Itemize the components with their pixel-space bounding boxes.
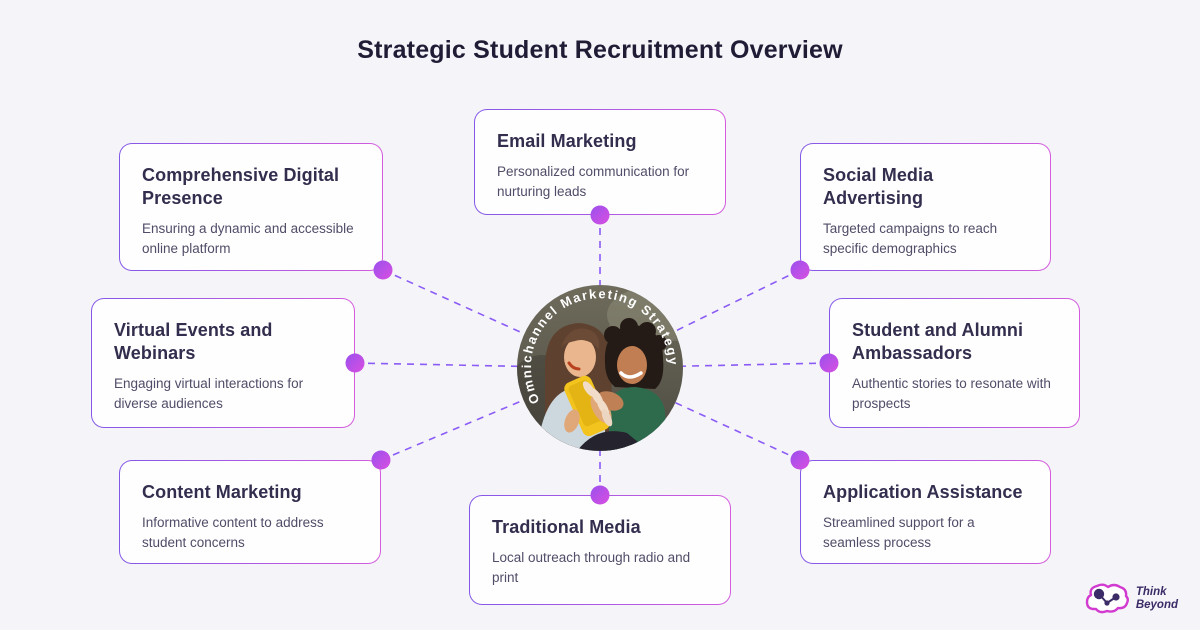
card-description: Streamlined support for a seamless proce… [823, 515, 975, 550]
card-description: Personalized communication for nurturing… [497, 164, 690, 199]
card-title: Application Assistance [823, 482, 1023, 502]
think-beyond-cloud-icon [1085, 583, 1129, 614]
card-title: Content Marketing [142, 482, 302, 502]
node-dot [819, 353, 839, 373]
card-title: Email Marketing [497, 131, 637, 151]
center-photo [517, 285, 683, 451]
card-title: Student and Alumni Ambassadors [852, 320, 1024, 364]
node-dot [373, 260, 393, 280]
svg-text:Omnichannel Marketing Strategy: Omnichannel Marketing Strategy [519, 286, 681, 406]
card-description: Ensuring a dynamic and accessible online… [142, 221, 354, 256]
node-dot [590, 485, 610, 505]
node-dot [345, 353, 365, 373]
card-virtual-events-and-webinars: Virtual Events and Webinars Engaging vir… [91, 298, 355, 428]
node-dot [790, 450, 810, 470]
card-description: Authentic stories to resonate with prosp… [852, 376, 1051, 411]
node-dot [371, 450, 391, 470]
logo-text-line1: Think [1135, 586, 1167, 599]
card-title: Traditional Media [492, 517, 641, 537]
card-email-marketing: Email Marketing Personalized communicati… [474, 109, 726, 215]
card-description: Engaging virtual interactions for divers… [114, 376, 304, 411]
logo-text-line2: Beyond [1135, 599, 1178, 611]
card-social-media-advertising: Social Media Advertising Targeted campai… [800, 143, 1051, 271]
node-dot [790, 260, 810, 280]
center-label: Omnichannel Marketing Strategy [519, 286, 680, 406]
card-title: Comprehensive Digital Presence [142, 165, 340, 209]
brand-logo: Think Beyond [1084, 582, 1178, 616]
card-title: Virtual Events and Webinars [114, 320, 273, 364]
card-title: Social Media Advertising [823, 165, 934, 209]
selfie-photo-illustration [517, 285, 683, 451]
card-student-and-alumni-ambassadors: Student and Alumni Ambassadors Authentic… [829, 298, 1080, 428]
page-title: Strategic Student Recruitment Overview [357, 36, 843, 64]
card-comprehensive-digital-presence: Comprehensive Digital Presence Ensuring … [119, 143, 383, 271]
card-description: Local outreach through radio and print [492, 550, 691, 585]
card-content-marketing: Content Marketing Informative content to… [119, 460, 381, 564]
card-description: Informative content to address student c… [142, 515, 324, 550]
card-description: Targeted campaigns to reach specific dem… [823, 221, 998, 256]
node-dot [590, 205, 610, 225]
card-traditional-media: Traditional Media Local outreach through… [469, 495, 731, 605]
card-application-assistance: Application Assistance Streamlined suppo… [800, 460, 1051, 564]
center-arc-label: Omnichannel Marketing Strategy [519, 286, 681, 406]
